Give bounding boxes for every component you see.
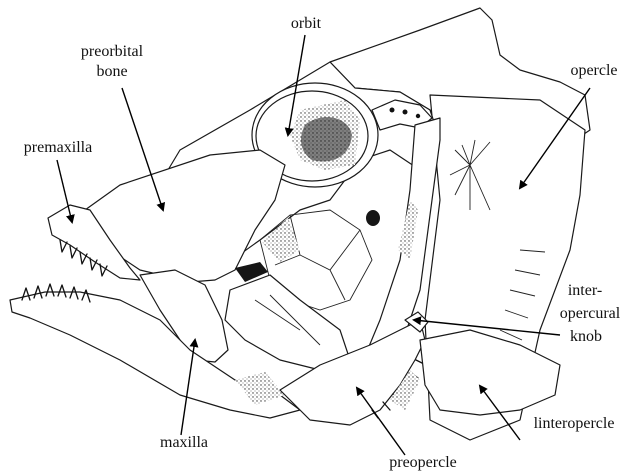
label-orbit: orbit [291,15,322,32]
label-opercle: opercle [570,62,617,79]
label-preorbital-line2: bone [96,63,127,80]
label-maxilla: maxilla [160,434,208,451]
label-premaxilla: premaxilla [24,139,92,156]
interopercle-bone [420,330,560,415]
label-preopercle: preopercle [389,454,457,471]
label-interopercural-line1: inter- [568,282,602,299]
label-linteropercle: linteropercle [534,415,615,432]
label-interopercural-line2: opercural [560,305,621,322]
label-preorbital-line1: preorbital [81,43,144,60]
label-interopercural-line3: knob [570,328,602,345]
